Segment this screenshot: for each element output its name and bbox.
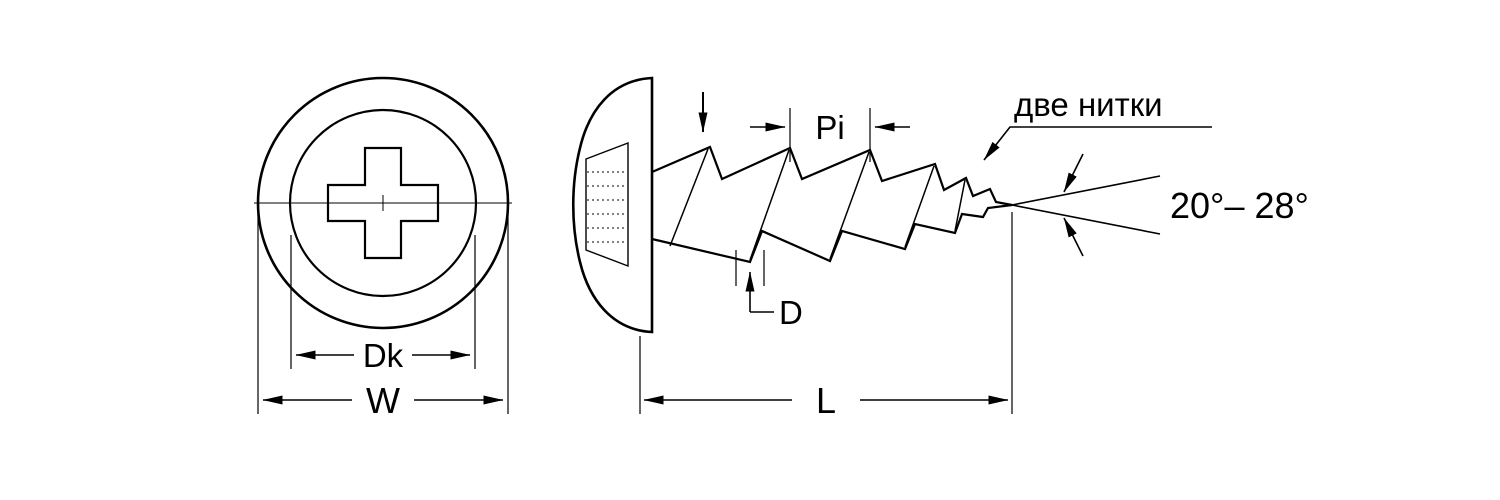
angle-arrow-upper [1063, 153, 1084, 193]
l-label: L [816, 380, 836, 421]
d-label: D [779, 294, 803, 331]
l-dimension [639, 212, 1013, 414]
angle-arrow-lower [1063, 217, 1084, 257]
recess-hatch-lines [587, 171, 627, 243]
center-mark-icon [375, 195, 391, 211]
thread-top-profile [651, 145, 1013, 207]
phillips-cross [326, 146, 440, 260]
point-angle-dimension [1011, 153, 1161, 257]
pi-label: Pi [815, 109, 844, 146]
recess-hidden-outline [585, 141, 629, 268]
thread-note-leader [983, 126, 1212, 161]
thread-helix-lines [669, 148, 966, 261]
w-dimension [257, 214, 509, 414]
thread-note-label: две нитки [1014, 86, 1163, 123]
point-angle-label: 20°– 28° [1170, 185, 1309, 226]
d-dimension [735, 250, 774, 313]
screw-head-profile [572, 76, 654, 334]
thread-bottom-profile [651, 203, 1013, 264]
w-label: W [366, 380, 400, 421]
angle-line-upper [1011, 175, 1161, 206]
pi-dimension [750, 108, 910, 162]
dk-label: Dk [363, 337, 404, 374]
side-view [572, 76, 1013, 334]
dk-dimension [290, 235, 476, 369]
front-view [254, 76, 512, 330]
angle-line-lower [1011, 204, 1161, 235]
